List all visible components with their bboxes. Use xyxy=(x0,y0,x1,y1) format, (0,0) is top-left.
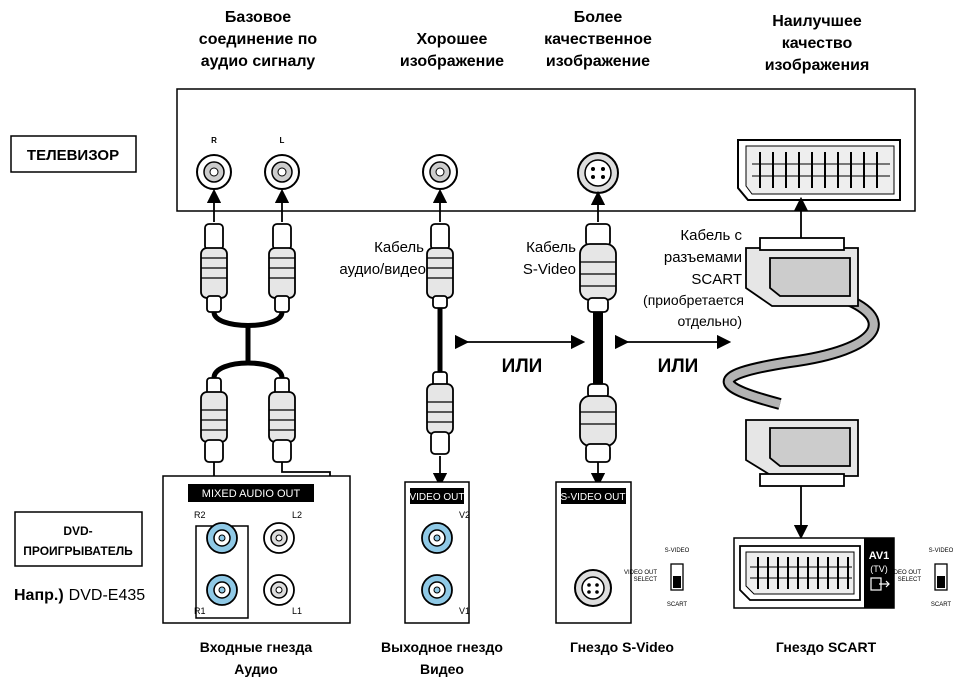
dvd-label-box: DVD- ПРОИГРЫВАТЕЛЬ xyxy=(14,511,143,567)
svg-text:S-Video: S-Video xyxy=(523,261,576,278)
svg-text:V1: V1 xyxy=(459,606,470,616)
svg-text:отдельно): отдельно) xyxy=(677,313,742,329)
panel-mixed-audio-out: MIXED AUDIO OUT R2 L2 R1 L1 xyxy=(162,475,351,624)
svg-text:Хорошее: Хорошее xyxy=(417,31,488,48)
cable-label-svideo: Кабель S-Video xyxy=(523,239,576,278)
svg-text:L: L xyxy=(280,136,285,145)
tv-jack-video xyxy=(422,154,458,190)
svg-text:V2: V2 xyxy=(459,510,470,520)
svg-text:качество: качество xyxy=(782,35,853,52)
example-model: Напр.)DVD-E435 xyxy=(14,587,145,604)
svg-text:Кабель: Кабель xyxy=(374,239,424,256)
tv-jack-audio-r: R xyxy=(196,136,232,190)
svg-text:Кабель: Кабель xyxy=(526,239,576,256)
caption-audio: Входные гнезда Аудио xyxy=(200,639,313,677)
header-scart: Наилучшее качество изображения xyxy=(765,13,870,74)
svg-text:Более: Более xyxy=(574,9,623,26)
svg-text:L2: L2 xyxy=(292,510,302,520)
tv-jack-scart xyxy=(737,139,901,201)
svg-text:SCART: SCART xyxy=(691,271,742,288)
video-cable xyxy=(426,223,454,455)
svg-text:ТЕЛЕВИЗОР: ТЕЛЕВИЗОР xyxy=(27,147,119,164)
svg-text:Выходное гнездо: Выходное гнездо xyxy=(381,639,503,655)
tv-label-box: ТЕЛЕВИЗОР xyxy=(10,135,137,173)
svg-text:(приобретается: (приобретается xyxy=(643,292,744,308)
svg-text:R2: R2 xyxy=(194,510,206,520)
tv-jack-svideo xyxy=(577,152,619,194)
svg-text:S-VIDEO: S-VIDEO xyxy=(665,548,690,554)
panel-video-out: VIDEO OUT V2 V1 xyxy=(404,481,470,624)
svg-text:S-VIDEO OUT: S-VIDEO OUT xyxy=(560,492,625,503)
svg-text:Видео: Видео xyxy=(420,661,464,677)
or-label-left: ИЛИ xyxy=(502,356,543,377)
svg-text:SCART: SCART xyxy=(667,602,688,608)
svg-text:AV1: AV1 xyxy=(869,550,890,562)
or-label-right: ИЛИ xyxy=(658,356,699,377)
panel-svideo-out: S-VIDEO OUT xyxy=(555,481,632,624)
panel-scart: AV1 (TV) xyxy=(733,537,895,609)
tv-input-arrows xyxy=(206,188,809,238)
svg-text:(TV): (TV) xyxy=(870,564,888,574)
tv-jack-audio-l: L xyxy=(264,136,300,190)
svg-text:VIDEO OUT: VIDEO OUT xyxy=(409,492,464,503)
svg-text:качественное: качественное xyxy=(544,31,652,48)
svg-text:VIDEO OUT: VIDEO OUT xyxy=(888,570,921,576)
svideo-cable xyxy=(579,223,617,463)
svg-text:Кабель с: Кабель с xyxy=(680,227,742,244)
svg-text:изображение: изображение xyxy=(546,53,650,70)
caption-scart: Гнездо SCART xyxy=(776,639,877,655)
header-svideo: Более качественное изображение xyxy=(544,9,652,70)
svg-text:Наилучшее: Наилучшее xyxy=(772,13,862,30)
svg-text:аудио сигналу: аудио сигналу xyxy=(201,53,316,70)
svg-text:SELECT: SELECT xyxy=(634,577,658,583)
svg-text:изображение: изображение xyxy=(400,53,504,70)
svg-text:R: R xyxy=(211,136,217,145)
caption-video: Выходное гнездо Видео xyxy=(381,639,503,677)
output-arrow-icon xyxy=(870,577,890,591)
scart-cable xyxy=(722,237,880,487)
audio-cable xyxy=(200,223,296,463)
svg-text:DVD-: DVD- xyxy=(63,524,92,538)
header-video: Хорошее изображение xyxy=(400,31,504,70)
svg-text:ПРОИГРЫВАТЕЛЬ: ПРОИГРЫВАТЕЛЬ xyxy=(23,544,133,558)
svg-text:изображения: изображения xyxy=(765,57,870,74)
cable-label-av: Кабель аудио/видео xyxy=(339,239,426,278)
video-out-select-switch-1: S-VIDEO VIDEO OUT SELECT SCART xyxy=(624,548,690,608)
svg-text:соединение по: соединение по xyxy=(199,31,318,48)
header-audio: Базовое соединение по аудио сигналу xyxy=(199,9,318,70)
svg-text:аудио/видео: аудио/видео xyxy=(339,261,426,278)
svg-text:VIDEO OUT: VIDEO OUT xyxy=(624,570,657,576)
svg-text:SELECT: SELECT xyxy=(898,577,922,583)
cable-label-scart: Кабель с разъемами SCART (приобретается … xyxy=(643,227,744,329)
svg-text:L1: L1 xyxy=(292,606,302,616)
svg-text:Входные гнезда: Входные гнезда xyxy=(200,639,313,655)
svg-text:разъемами: разъемами xyxy=(664,249,742,266)
svg-text:Базовое: Базовое xyxy=(225,9,291,26)
svg-text:SCART: SCART xyxy=(931,602,952,608)
svg-text:S-VIDEO: S-VIDEO xyxy=(929,548,954,554)
svg-text:MIXED AUDIO OUT: MIXED AUDIO OUT xyxy=(202,488,301,500)
svg-text:R1: R1 xyxy=(194,606,206,616)
svg-text:Аудио: Аудио xyxy=(234,661,278,677)
caption-svideo: Гнездо S-Video xyxy=(570,639,674,655)
video-out-select-switch-2: S-VIDEO VIDEO OUT SELECT SCART xyxy=(888,548,954,608)
